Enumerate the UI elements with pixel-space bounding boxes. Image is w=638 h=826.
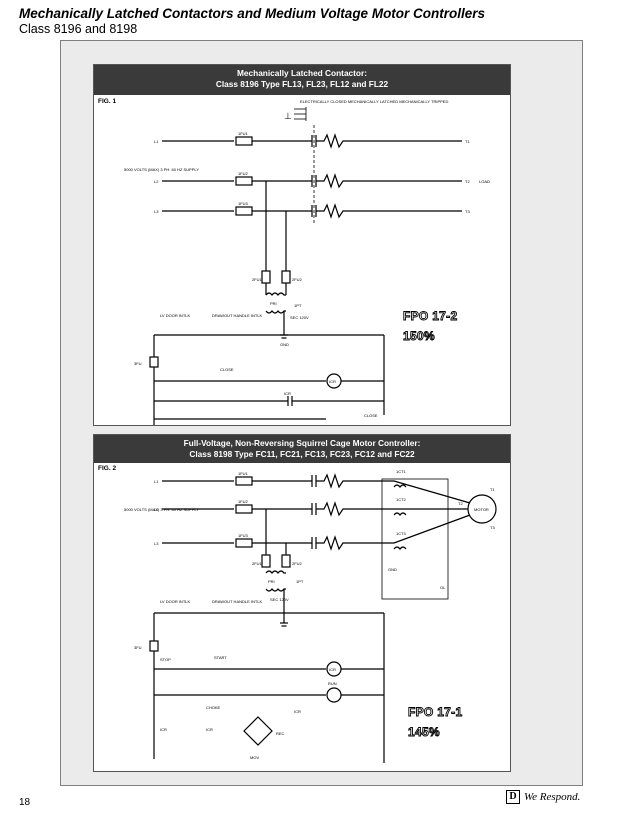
fuse-label-3: 1FU3 [238, 533, 249, 538]
fuse-label-2: 1FU2 [238, 171, 249, 176]
contact-label-2: ICR [160, 727, 167, 732]
pt-label: 1PT [294, 303, 302, 308]
contact-label-3: ICR [206, 727, 213, 732]
phase-label-3: L3 [154, 541, 159, 546]
control-fuse-label: 3FU [134, 361, 142, 366]
figure-2-title-line1: Full-Voltage, Non-Reversing Squirrel Cag… [183, 438, 421, 448]
phase-label-2: L2 [154, 179, 159, 184]
pt-fuse-2: 2FU2 [292, 561, 303, 566]
terminal-label-1: T1 [490, 487, 495, 492]
fuse-label-3: 1FU3 [238, 201, 249, 206]
load-label: LOAD [479, 179, 490, 184]
supply-label: 5000 VOLTS (MAX) 3 PH. 60 HZ SUPPLY [124, 507, 199, 512]
phase-line-2: L2 1FU2 T2 LOAD [154, 171, 490, 189]
figure-2-fpo-code: FPO 17-1 [408, 705, 463, 720]
interlock-label-2: DRAWOUT HANDLE INTLK [212, 313, 263, 318]
figure-1-title-line1: Mechanically Latched Contactor: [236, 68, 367, 78]
overload-label: OL [440, 585, 446, 590]
contact-label-1: ICR [284, 391, 291, 396]
interlock-label-2: DRAWOUT HANDLE INTLK [212, 599, 263, 604]
stop-button-label: STOP [160, 657, 171, 662]
pt-primary-label: PRI [268, 579, 275, 584]
contact-label-1: ICR [294, 709, 301, 714]
figure-2-title-line2: Class 8198 Type FC11, FC21, FC13, FC23, … [189, 449, 415, 459]
figure-1-fpo-code: FPO 17-2 [403, 309, 458, 324]
motor-symbol [467, 494, 497, 524]
pt-fuse-1: 2FU1 [252, 561, 263, 566]
choke-label: CHOKE [206, 705, 221, 710]
motor-label: MOTOR [474, 507, 489, 512]
fuse-label-2: 1FU2 [238, 499, 249, 504]
fuse-label-1: 1FU1 [238, 131, 249, 136]
phase-label-1: L1 [154, 139, 159, 144]
interlock-label-1: LV DOOR INTLK [160, 313, 190, 318]
brand-mark: D We Respond. [506, 790, 580, 804]
square-d-logo-icon: D [506, 790, 520, 804]
figure-1-title-line2: Class 8196 Type FL13, FL23, FL12 and FL2… [215, 79, 389, 89]
figure-2-schematic: L1 1FU1 1CT1 L2 1FU2 1CT2 L3 1FU3 [124, 469, 497, 763]
page-title: Mechanically Latched Contactors and Medi… [19, 6, 486, 21]
page-subtitle: Class 8196 and 8198 [19, 22, 138, 36]
run-coil-label: RUN [328, 681, 337, 686]
ct-label-2: 1CT2 [396, 497, 407, 502]
figure-2-label: FIG. 2 [98, 465, 117, 472]
pt-secondary-label: SEC 120V [290, 315, 309, 320]
brand-tagline: We Respond. [524, 791, 581, 803]
rectifier-label: REC [276, 731, 285, 736]
terminal-label-3: T3 [490, 525, 495, 530]
figure-1-label: FIG. 1 [98, 98, 117, 105]
pt-fuse-1: 2FU1 [252, 277, 263, 282]
figure-2-fpo-scale: 145% [408, 725, 441, 740]
phase-label-3: L3 [154, 209, 159, 214]
fuse-label-1: 1FU1 [238, 471, 249, 476]
start-button-label: START [214, 655, 227, 660]
terminal-label-2: T2 [465, 179, 470, 184]
interlock-label-1: LV DOOR INTLK [160, 599, 190, 604]
phase-line-1: L1 1FU1 T1 [154, 131, 470, 149]
ct-label-1: 1CT1 [396, 469, 407, 474]
mov-label: MOV [250, 755, 259, 760]
ct-label-3: 1CT3 [396, 531, 407, 536]
figure-1-header: Mechanically Latched Contactor: Class 81… [94, 65, 510, 95]
close-coil-label: CLOSE [364, 413, 378, 418]
rectifier-bridge [243, 716, 273, 746]
phase-line-3: L3 1FU3 1CT3 [154, 514, 471, 551]
figure-2: Full-Voltage, Non-Reversing Squirrel Cag… [93, 434, 511, 772]
pt-label: 1PT [296, 579, 304, 584]
supply-label: 5000 VOLTS (MAX) 3 PH. 60 HZ SUPPLY [124, 167, 199, 172]
legend-text: ELECTRICALLY CLOSED MECHANICALLY LATCHED… [300, 99, 448, 104]
ground-label: GND [280, 342, 289, 347]
phase-label-1: L1 [154, 479, 159, 484]
phase-line-3: L3 1FU3 T3 [154, 201, 470, 219]
page-number: 18 [19, 797, 31, 808]
terminal-label-3: T3 [465, 209, 470, 214]
close-button-label: CLOSE [220, 367, 234, 372]
figure-2-header: Full-Voltage, Non-Reversing Squirrel Cag… [94, 435, 510, 463]
pt-primary-label: PRI [270, 301, 277, 306]
figure-1-fpo-scale: 150% [403, 329, 436, 344]
pt-fuse-2: 2FU2 [292, 277, 303, 282]
figure-1-schematic: ELECTRICALLY CLOSED MECHANICALLY LATCHED… [124, 99, 490, 425]
ct-ground-label: GND [388, 567, 397, 572]
figure-1: Mechanically Latched Contactor: Class 81… [93, 64, 511, 426]
pt-secondary-label: SEC 120V [270, 597, 289, 602]
coil-label-1: ICR [329, 667, 336, 672]
terminal-label-1: T1 [465, 139, 470, 144]
phase-line-1: L1 1FU1 1CT1 [154, 469, 471, 504]
control-fuse-label: 3FU [134, 645, 142, 650]
phase-label-2: L2 [154, 507, 159, 512]
coil-label-1: ICR [329, 379, 336, 384]
terminal-label-2: T2 [458, 501, 463, 506]
phase-line-2: L2 1FU2 1CT2 [154, 497, 468, 517]
svg-text:⊥: ⊥ [284, 111, 292, 121]
